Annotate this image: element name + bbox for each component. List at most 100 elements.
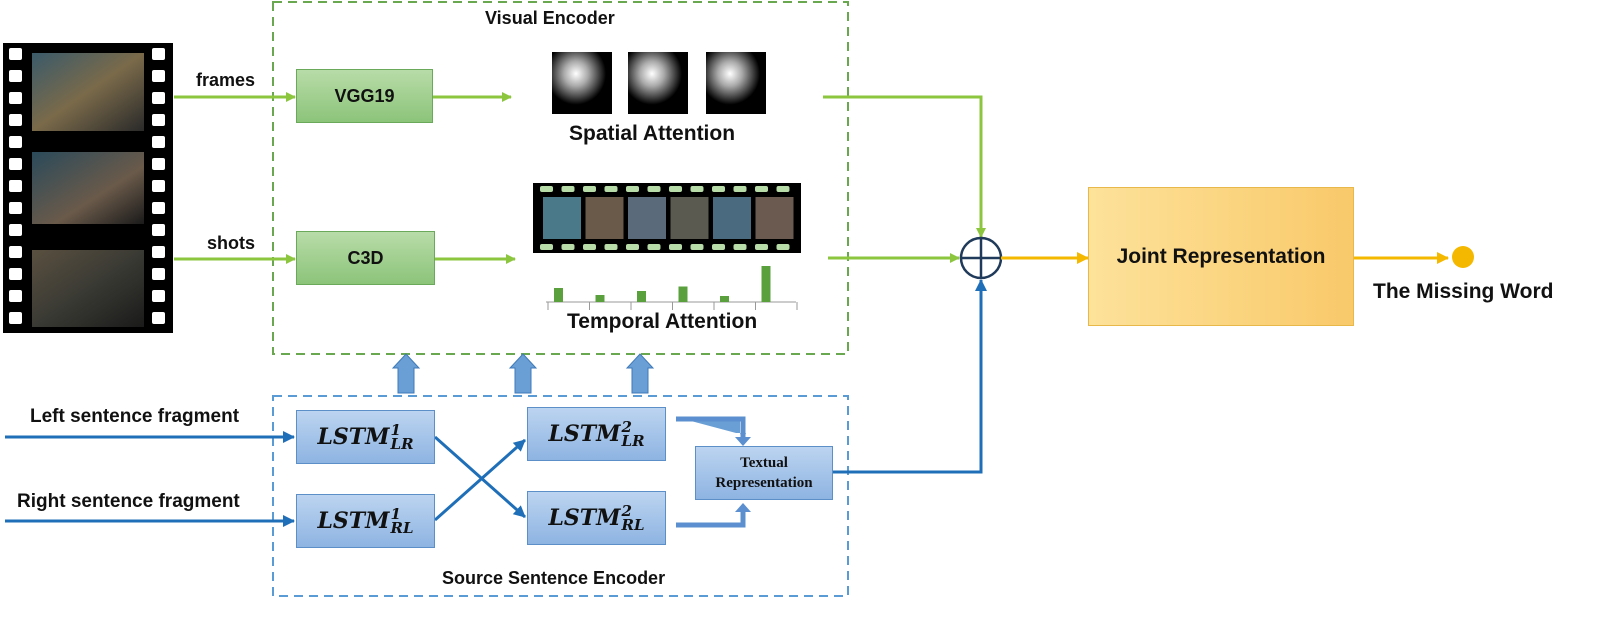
filmstrip-hole [755,244,768,250]
sprocket-hole [152,180,165,192]
filmstrip-hole [776,186,790,192]
shot-thumbnail [585,197,624,239]
filmstrip-hole [733,186,747,192]
textual-to-fusion-arrow [833,279,987,474]
temporal-attention-bars [546,266,798,310]
lstm2-lr-base: LSTM [548,421,621,447]
filmstrip-hole [712,186,725,192]
sprocket-hole [9,158,22,170]
sprocket-hole [9,92,22,104]
filmstrip-hole [604,186,618,192]
sprocket-hole [152,246,165,258]
temporal-attention-label: Temporal Attention [567,310,758,333]
up-arrow-2 [508,353,538,394]
right-fragment-label: Right sentence fragment [17,491,240,512]
filmstrip-hole [604,244,618,250]
film-frame-1 [32,53,144,131]
attention-map-1 [552,52,612,114]
filmstrip-hole [690,186,704,192]
filmstrip-hole [669,186,682,192]
shot-thumbnail [713,197,751,239]
fusion-node [959,236,1003,280]
cross-arrow-lr [434,435,526,519]
joint-representation-label: Joint Representation [1116,244,1326,268]
filmstrip-hole [776,244,790,250]
sprocket-hole [152,158,165,170]
shot-thumbnail [628,197,666,239]
lstm2lr-to-textual-arrow [676,417,746,443]
vgg19-label: VGG19 [334,85,395,106]
sentence-encoder-border [272,395,849,597]
sprocket-hole [152,290,165,302]
missing-word-label: The Missing Word [1373,280,1554,303]
lstm1-rl-sup: 1 [390,504,401,523]
lstm2lr-to-textual-head [735,437,751,446]
sprocket-hole [9,114,22,126]
filmstrip-hole [561,244,575,250]
vgg19-box: VGG19 [296,69,433,123]
filmstrip-hole [669,244,682,250]
sprocket-hole [9,48,22,60]
temporal-weight-bar [678,286,688,302]
lstm2rl-to-textual-head [735,503,751,512]
visual-encoder-border [272,1,849,355]
joint-representation-box: Joint Representation [1088,187,1354,326]
sprocket-hole [152,224,165,236]
spatial-to-fusion-arrow [823,95,986,238]
temporal-weight-bar [720,296,729,302]
sprocket-hole [9,70,22,82]
sprocket-hole [152,312,165,324]
lstm2-rl-sup: 2 [621,501,632,520]
sprocket-hole [152,114,165,126]
cross-arrow-rl [434,438,526,522]
lstm2lr-to-textual-line [676,416,746,441]
lstm1-lr-sub: LR [390,435,414,453]
visual-encoder-title: Visual Encoder [485,8,615,28]
sprocket-hole [9,180,22,192]
textual-representation-box: Textual Representation [695,446,833,500]
output-dot [1452,246,1474,268]
lstm1-rl-sub: RL [390,519,414,537]
sprocket-hole [152,92,165,104]
sprocket-hole [152,202,165,214]
filmstrip-hole [583,244,596,250]
up-arrow-1 [391,353,421,394]
attention-up-arrows [391,353,655,394]
lstm2-rl-sub: RL [621,516,645,534]
film-strip-image [3,43,173,333]
sprocket-hole [9,312,22,324]
temporal-weight-bar [554,288,563,302]
lstm1-lr-base: LSTM [317,424,390,450]
filmstrip-hole [561,186,575,192]
filmstrip-hole [690,244,704,250]
sprocket-hole [9,202,22,214]
filmstrip-hole [733,244,747,250]
filmstrip-hole [626,186,639,192]
film-frame-2 [32,152,144,224]
temporal-weight-bar [637,291,646,302]
temporal-weight-bar [595,295,605,302]
spatial-attention-maps [552,52,766,114]
lstm1-rl-base: LSTM [317,508,390,534]
sprocket-hole [9,290,22,302]
filmstrip-hole [755,186,768,192]
c3d-box: C3D [296,231,435,285]
shot-thumbnail [543,197,581,239]
sprocket-hole [9,268,22,280]
sprocket-hole [152,268,165,280]
lstm2-lr-sup: 2 [621,417,632,436]
sprocket-hole [9,224,22,236]
temporal-filmstrip [533,183,801,253]
sentence-encoder-title: Source Sentence Encoder [442,568,666,588]
filmstrip-hole [540,244,553,250]
lstm2-rl-base: LSTM [548,505,621,531]
spatial-attention-label: Spatial Attention [569,122,736,145]
shots-label: shots [207,233,256,253]
filmstrip-hole [712,244,725,250]
filmstrip-hole [583,186,596,192]
